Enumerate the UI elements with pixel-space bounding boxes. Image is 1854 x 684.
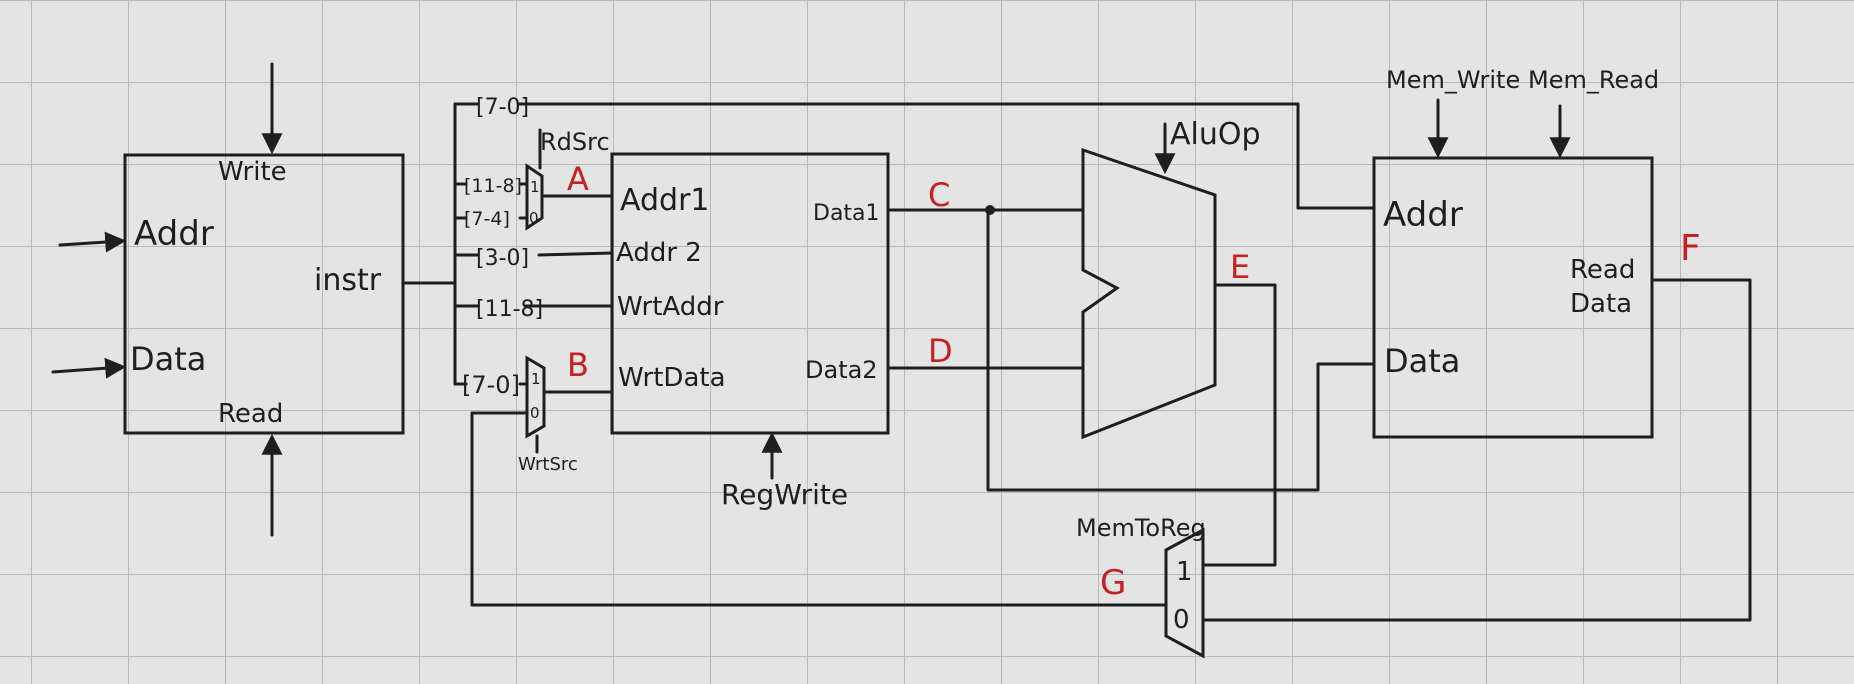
data-memory: Mem_Write Mem_Read Addr Data Read Data (1372, 66, 1659, 439)
wrtsrc-in1: 1 (531, 370, 541, 388)
marker-c: C (928, 176, 950, 214)
alu-body (1081, 147, 1217, 440)
marker-g: G (1100, 563, 1126, 603)
data-memory-box (1372, 156, 1654, 439)
mem-addr-label: Addr (1383, 195, 1463, 235)
instruction-memory-box (123, 153, 405, 435)
wrtaddr-label: WrtAddr (617, 292, 724, 322)
field-11-8-rdsrc: [11-8] (464, 175, 522, 197)
mem-write-label: Mem_Write (1386, 66, 1520, 94)
read-label: Read (218, 399, 283, 429)
rdsrc-in1: 1 (530, 178, 540, 196)
instruction-memory: Write Addr Data instr Read (51, 62, 405, 537)
read-data-label-line2: Data (1570, 289, 1632, 319)
field-3-0-addr2: [3-0] (476, 246, 529, 271)
wire-g (470, 411, 1168, 607)
bit-field-labels: [7-0] [11-8] [7-4] [3-0] [11-8] [7-0] (462, 95, 543, 399)
field-7-0-wrtdata: [7-0] (462, 371, 520, 399)
rdsrc-mux: RdSrc 1 0 (518, 128, 614, 231)
regwrite-label: RegWrite (721, 478, 848, 511)
memtoreg-mux: MemToReg 1 0 (1076, 514, 1206, 659)
write-label: Write (218, 157, 287, 187)
marker-a: A (567, 160, 589, 198)
data1-to-mem-data-wire (986, 208, 1376, 492)
addr1-label: Addr1 (620, 183, 710, 218)
mem-read-label: Mem_Read (1528, 66, 1659, 94)
wrtsrc-mux: WrtSrc 1 0 (471, 355, 614, 475)
addr-label: Addr (134, 214, 214, 254)
data-label: Data (130, 340, 206, 378)
register-file: Addr1 Addr 2 WrtAddr WrtData Data1 Data2… (523, 152, 890, 511)
data-input-arrow (51, 357, 127, 379)
rdsrc-in0: 0 (529, 209, 539, 227)
aluop-label: AluOp (1170, 117, 1261, 152)
instruction-bus (401, 102, 480, 386)
rdsrc-label: RdSrc (540, 128, 610, 156)
marker-d: D (928, 332, 953, 370)
memtoreg-in1: 1 (1176, 557, 1193, 587)
field-7-4-rdsrc: [7-4] (464, 208, 510, 230)
marker-b: B (567, 346, 589, 384)
data1-label: Data1 (813, 201, 880, 226)
mem-data-label: Data (1384, 342, 1460, 380)
marker-e: E (1230, 248, 1250, 286)
addr-input-arrow (58, 231, 127, 253)
alu: AluOp (1081, 117, 1261, 440)
top-bus-to-mem-addr (518, 102, 1376, 210)
memtoreg-label: MemToReg (1076, 514, 1206, 542)
wrtdata-label: WrtData (618, 363, 726, 393)
marker-f: F (1680, 228, 1701, 269)
read-data-label-line1: Read (1570, 255, 1635, 285)
field-7-0-top: [7-0] (476, 95, 529, 120)
wrtsrc-in0: 0 (530, 404, 540, 422)
rdsrc-mux-body (525, 163, 544, 231)
memtoreg-mux-body (1164, 527, 1205, 659)
wrtsrc-mux-body (525, 355, 546, 439)
field-11-8-wrtaddr: [11-8] (476, 297, 543, 322)
addr2-label: Addr 2 (616, 238, 702, 268)
signal-markers: A B C D E F G (567, 160, 1701, 603)
wrtsrc-label: WrtSrc (518, 454, 578, 475)
wire-e (1201, 283, 1277, 567)
data2-label: Data2 (805, 356, 878, 384)
register-file-box (610, 152, 890, 435)
wire-f (1201, 278, 1752, 622)
instr-label: instr (314, 263, 382, 298)
memtoreg-in0: 0 (1173, 605, 1190, 635)
